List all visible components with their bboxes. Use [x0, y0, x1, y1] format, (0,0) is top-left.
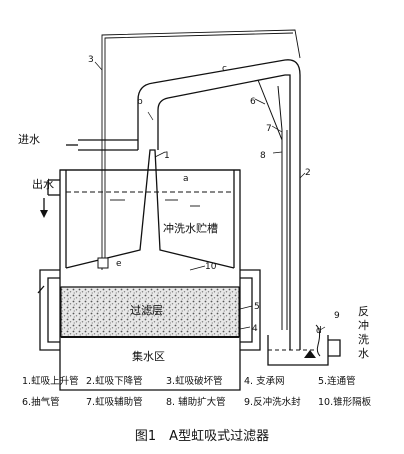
callout-10: 10: [205, 262, 217, 272]
water-level-a: [66, 191, 234, 207]
callout-b: b: [137, 97, 143, 107]
mark-slash: [37, 285, 45, 294]
conical-partition: [65, 149, 235, 269]
callout-4: 4: [252, 324, 258, 334]
siphon-break-pipe: [101, 29, 301, 270]
outlet-arrow-icon: [40, 210, 48, 218]
auxiliary-pipes: [257, 79, 288, 330]
svg-text:反: 反: [358, 305, 369, 318]
backwash-seal: [267, 335, 341, 366]
siphon-pipes: [137, 59, 301, 350]
collect-label: 集水区: [132, 349, 165, 363]
legend-item: 6.抽气管: [22, 396, 60, 408]
callout-6: 6: [250, 97, 256, 107]
legend-item: 3.虹吸破坏管: [166, 375, 223, 387]
callout-1: 1: [164, 151, 170, 161]
callout-3: 3: [88, 55, 94, 65]
legend-item: 9.反冲洗水封: [244, 396, 301, 408]
callout-e: e: [116, 259, 122, 269]
outlet-label: 出水: [32, 177, 54, 191]
callout-c: c: [222, 64, 227, 74]
callout-8: 8: [260, 151, 266, 161]
figure-caption: 图1 A型虹吸式过滤器: [135, 429, 269, 444]
callout-9: 9: [334, 311, 340, 321]
legend-item: 4. 支承网: [244, 375, 285, 387]
outlet-pipe: [43, 179, 60, 210]
callout-2: 2: [305, 168, 311, 178]
connecting-pipes: [39, 269, 261, 351]
callout-7: 7: [266, 124, 272, 134]
inlet-pipe: [66, 139, 138, 151]
legend: 1.虹吸上升管 2.虹吸下降管 3.虹吸破坏管 4. 支承网 5.连通管 6.抽…: [22, 375, 372, 408]
legend-item: 7.虹吸辅助管: [86, 396, 143, 408]
float-e: [97, 257, 109, 269]
svg-text:冲: 冲: [358, 318, 369, 332]
legend-item: 2.虹吸下降管: [86, 375, 143, 387]
legend-item: 10.锥形隔板: [318, 396, 372, 408]
filter-layer: [60, 286, 240, 338]
tank-label: 冲洗水贮槽: [163, 221, 218, 235]
legend-item: 8. 辅助扩大管: [166, 396, 226, 408]
callout-5: 5: [254, 302, 260, 312]
callout-a: a: [183, 174, 189, 184]
leader-lines: [94, 61, 326, 331]
legend-item: 5.连通管: [318, 375, 356, 387]
svg-text:洗: 洗: [358, 333, 369, 346]
siphon-9-curve: [315, 324, 321, 357]
backwash-label: 反 冲 洗 水: [358, 305, 369, 360]
legend-item: 1.虹吸上升管: [22, 375, 79, 387]
tank-body: [59, 169, 241, 391]
svg-text:水: 水: [358, 347, 369, 360]
seal-cone: [304, 350, 316, 358]
filter-layer-label: 过滤层: [130, 304, 163, 317]
callout-d: d: [316, 326, 322, 336]
inlet-label: 进水: [18, 133, 40, 146]
